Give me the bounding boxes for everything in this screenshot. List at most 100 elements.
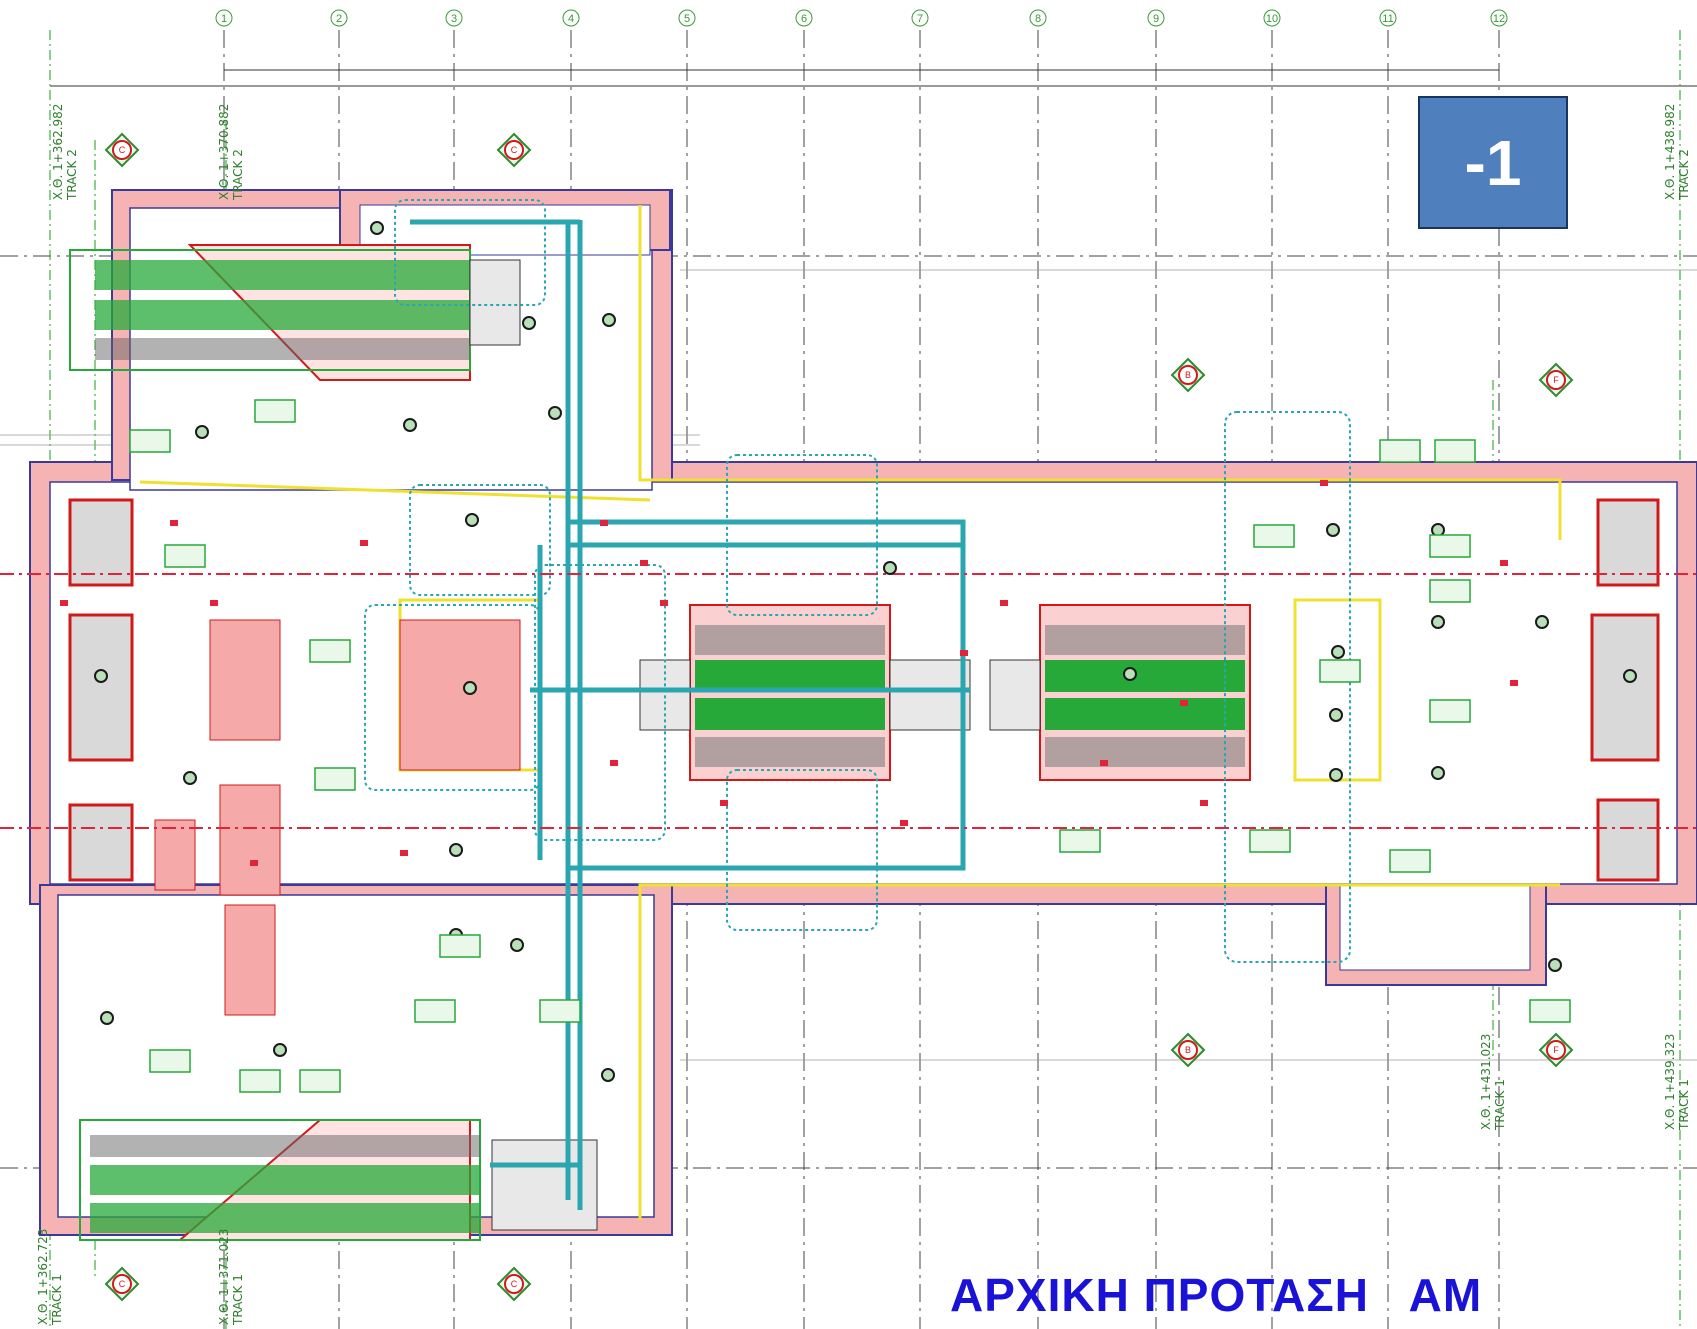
equipment-marker [1331, 645, 1345, 659]
service-duct-runs [364, 199, 1351, 1210]
grid-axis-bubble: 5 [678, 9, 696, 27]
equipment-red-marker [250, 860, 258, 866]
equipment-marker [548, 406, 562, 420]
level-badge: -1 [1418, 96, 1568, 229]
equipment-marker [449, 843, 463, 857]
equipment-marker [601, 1068, 615, 1082]
equipment-marker [463, 681, 477, 695]
grid-axis-bubble: 10 [1263, 9, 1281, 27]
section-marker-label: B [1185, 370, 1191, 380]
stairs [154, 619, 521, 1016]
grid-axis-label: 11 [1382, 13, 1393, 25]
grid-axis-label: 2 [336, 13, 342, 25]
grid-axis-label: 6 [801, 13, 807, 25]
section-marker-label: C [119, 145, 126, 155]
grid-axis-bubble: 11 [1379, 9, 1397, 27]
section-marker-label: C [119, 1279, 126, 1289]
equipment-marker [1329, 768, 1343, 782]
chainage-bottom-left-1: X.Θ. 1+362.723 [36, 1229, 50, 1325]
equipment-marker [883, 561, 897, 575]
equipment-box [1379, 439, 1421, 463]
grid-axis-bubble: 7 [911, 9, 929, 27]
grid-axis-label: 4 [568, 13, 574, 25]
section-marker-label: F [1553, 1045, 1559, 1055]
equipment-red-marker [60, 600, 68, 606]
equipment-marker [522, 316, 536, 330]
equipment-red-marker [400, 850, 408, 856]
equipment-box [414, 999, 456, 1023]
equipment-red-marker [1100, 760, 1108, 766]
section-marker-label: B [1185, 1045, 1191, 1055]
equipment-marker [1123, 667, 1137, 681]
chainage-bottom-left-1-track: TRACK 1 [50, 1274, 64, 1326]
grid-axis-label: 3 [451, 13, 457, 25]
equipment-marker [510, 938, 524, 952]
equipment-marker [602, 313, 616, 327]
chainage-top-right-track: TRACK 2 [1677, 149, 1691, 201]
equipment-red-marker [1320, 480, 1328, 486]
equipment-box [1434, 439, 1476, 463]
equipment-box [1059, 829, 1101, 853]
equipment-box [1429, 699, 1471, 723]
section-marker: C [104, 1266, 140, 1302]
track-axes [0, 573, 1697, 829]
grid-axis-bubble: 12 [1490, 9, 1508, 27]
chainage-bottom-right-2-track: TRACK 1 [1677, 1079, 1691, 1131]
chainage-bottom-right-2: X.Θ. 1+439.323 [1663, 1034, 1677, 1130]
section-marker: B [1170, 357, 1206, 393]
chainage-top-right: X.Θ. 1+438.982 [1663, 104, 1677, 200]
chainage-bottom-right-1: X.Θ. 1+431.023 [1479, 1034, 1493, 1130]
equipment-markers [60, 221, 1637, 1093]
section-marker: F [1538, 362, 1574, 398]
equipment-box [129, 429, 171, 453]
dimension-line [50, 69, 1697, 87]
equipment-red-marker [900, 820, 908, 826]
grid-axis-label: 1 [221, 13, 227, 25]
equipment-box [439, 934, 481, 958]
equipment-red-marker [1180, 700, 1188, 706]
grid-axis-label: 7 [917, 13, 923, 25]
section-marker-label: F [1553, 375, 1559, 385]
grid-axis-bubble: 6 [795, 9, 813, 27]
equipment-box [254, 399, 296, 423]
equipment-red-marker [170, 520, 178, 526]
equipment-red-marker [610, 760, 618, 766]
equipment-box [1389, 849, 1431, 873]
section-marker: C [496, 132, 532, 168]
equipment-marker [100, 1011, 114, 1025]
grid-axis-bubble: 3 [445, 9, 463, 27]
grid-axis-label: 5 [684, 13, 690, 25]
section-marker: C [496, 1266, 532, 1302]
equipment-red-marker [1200, 800, 1208, 806]
equipment-box [239, 1069, 281, 1093]
equipment-box [299, 1069, 341, 1093]
equipment-red-marker [360, 540, 368, 546]
section-marker: C [104, 132, 140, 168]
equipment-red-marker [600, 520, 608, 526]
grid-axis-label: 9 [1153, 13, 1159, 25]
equipment-marker [1623, 669, 1637, 683]
section-marker-label: C [511, 145, 518, 155]
chainage-top-left-2: X.Θ. 1+370.882 [217, 104, 231, 200]
equipment-marker [1431, 766, 1445, 780]
equipment-red-marker [960, 650, 968, 656]
chainage-labels: X.Θ. 1+362.982 TRACK 2 X.Θ. 1+370.882 TR… [36, 104, 1691, 1326]
equipment-red-marker [1000, 600, 1008, 606]
chainage-bottom-right-1-track: TRACK 1 [1493, 1079, 1507, 1131]
equipment-box [149, 1049, 191, 1073]
grid-axis-bubble: 1 [215, 9, 233, 27]
equipment-box [314, 767, 356, 791]
chainage-top-left-1: X.Θ. 1+362.982 [51, 104, 65, 200]
grid-axis-label: 12 [1493, 13, 1505, 25]
equipment-marker [1326, 523, 1340, 537]
equipment-box [1319, 659, 1361, 683]
equipment-red-marker [640, 560, 648, 566]
equipment-marker [273, 1043, 287, 1057]
equipment-box [1429, 579, 1471, 603]
grid-axis-bubble: 4 [562, 9, 580, 27]
equipment-marker [195, 425, 209, 439]
equipment-box [1249, 829, 1291, 853]
equipment-box [164, 544, 206, 568]
